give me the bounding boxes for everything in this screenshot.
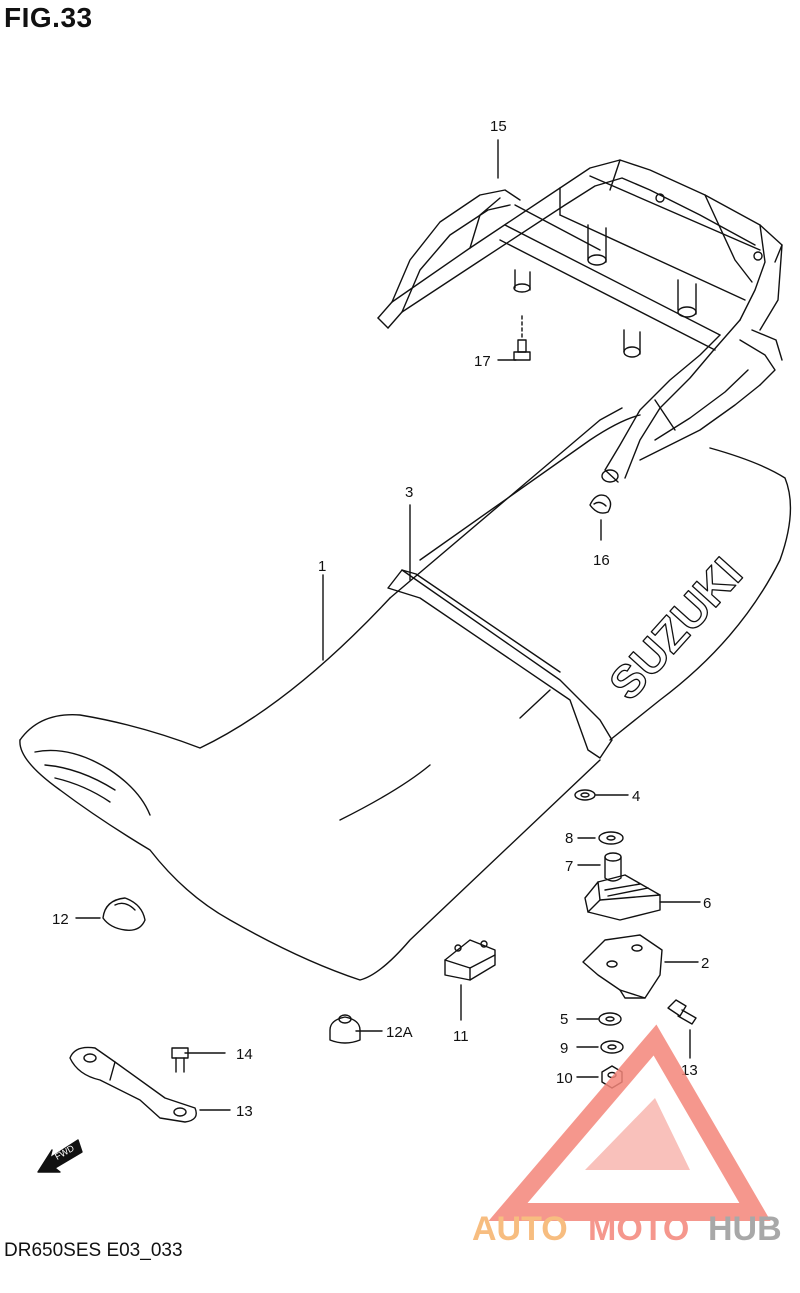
washer-5 (598, 1012, 622, 1026)
cushion-16 (589, 494, 612, 514)
rear-carrier-rack (377, 159, 783, 483)
part-label-12a: 12A (386, 1024, 413, 1041)
part-label-1: 1 (318, 558, 326, 575)
part-label-16: 16 (593, 552, 610, 569)
part-label-17: 17 (474, 353, 491, 370)
figure-title: FIG.33 (4, 2, 93, 33)
watermark-text-hub: HUB (708, 1210, 782, 1248)
part-label-4: 4 (632, 788, 640, 805)
washer-9 (600, 1040, 624, 1054)
part-label-14: 14 (236, 1046, 253, 1063)
washer-4 (574, 789, 596, 801)
seat-lock-11 (444, 939, 496, 981)
bracket-2 (582, 934, 663, 999)
part-label-5: 5 (560, 1011, 568, 1028)
forward-arrow-icon: FWD (37, 1139, 83, 1173)
damper-6 (584, 874, 661, 921)
part-label-15: 15 (490, 118, 507, 135)
cushion-12a (329, 1014, 361, 1044)
bolt-14 (171, 1047, 189, 1073)
bolt-13-right (667, 999, 697, 1025)
part-label-8: 8 (565, 830, 573, 847)
watermark-logo: AUTO MOTO HUB (472, 1024, 782, 1248)
watermark-text-auto: AUTO (472, 1210, 568, 1248)
watermark-text-moto: MOTO (588, 1210, 689, 1248)
part-label-10: 10 (556, 1070, 573, 1087)
part-label-11: 11 (453, 1028, 469, 1045)
washer-8 (598, 831, 624, 845)
part-label-2: 2 (701, 955, 709, 972)
part-label-3: 3 (405, 484, 413, 501)
bracket-13-left (69, 1046, 197, 1123)
part-label-6: 6 (703, 895, 711, 912)
figure-code: DR650SES E03_033 (4, 1240, 183, 1261)
part-label-13-left: 13 (236, 1103, 253, 1120)
part-labels: 15 17 3 16 1 4 8 7 6 12 2 12A 11 5 13 14… (52, 118, 711, 1120)
part-label-7: 7 (565, 858, 573, 875)
cushion-12 (102, 897, 146, 931)
bolt-17 (513, 315, 531, 361)
part-label-12: 12 (52, 911, 69, 928)
part-label-9: 9 (560, 1040, 568, 1057)
collar-7 (604, 852, 622, 882)
seat-brand-lettering: SUZUKI (599, 547, 752, 709)
